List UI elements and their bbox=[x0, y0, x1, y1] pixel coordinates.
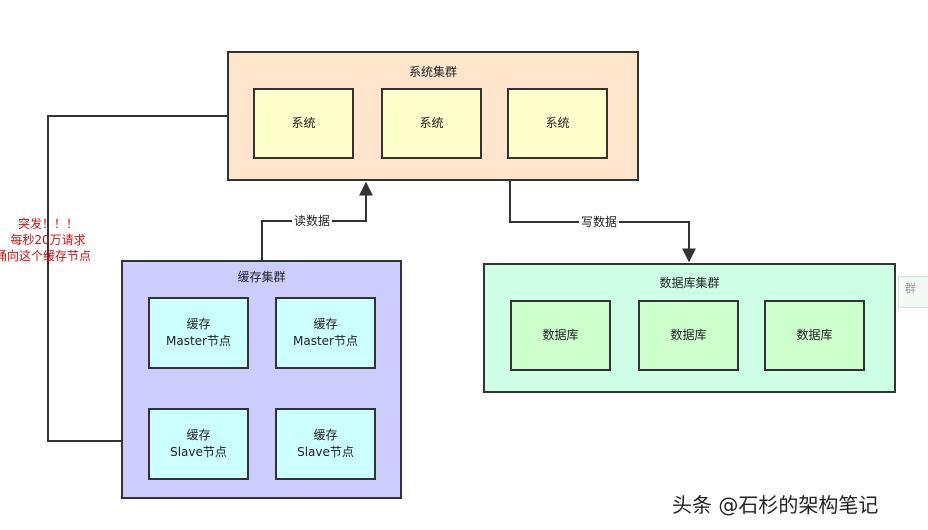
cache-master-node-1: 缓存 Master节点 bbox=[148, 297, 249, 369]
surge-alert-line3: 涌向这个缓存节点 bbox=[0, 249, 91, 263]
cache-master-node-1-line1: 缓存 bbox=[186, 317, 211, 331]
cache-slave-node-1: 缓存 Slave节点 bbox=[148, 408, 249, 480]
surge-alert-line1: 突发！！！ bbox=[17, 217, 78, 231]
cache-master-node-2-line1: 缓存 bbox=[313, 317, 338, 331]
database-node-3: 数据库 bbox=[764, 300, 865, 371]
write-data-label: 写数据 bbox=[579, 215, 620, 229]
system-cluster: 系统集群 系统 系统 系统 bbox=[227, 51, 639, 181]
system-cluster-title: 系统集群 bbox=[408, 65, 457, 79]
read-data-label: 读数据 bbox=[292, 214, 333, 228]
cache-master-node-1-line2: Master节点 bbox=[166, 334, 231, 348]
cache-cluster: 缓存集群 缓存 Master节点 缓存 Master节点 缓存 Slave节点 缓存 S… bbox=[121, 260, 402, 499]
system-node-3: 系统 bbox=[507, 88, 608, 159]
system-node-1: 系统 bbox=[253, 88, 354, 159]
cache-slave-node-2-line2: Slave节点 bbox=[297, 445, 354, 459]
cache-slave-node-1-line1: 缓存 bbox=[186, 428, 211, 442]
cache-master-node-2-line2: Master节点 bbox=[293, 334, 358, 348]
system-node-2: 系统 bbox=[381, 88, 482, 159]
watermark: 头条 @石杉的架构笔记 bbox=[672, 493, 879, 517]
surge-alert: 突发！！！ 每秒20万请求 涌向这个缓存节点 bbox=[0, 216, 96, 264]
database-cluster-title: 数据库集群 bbox=[659, 276, 720, 290]
partial-cluster-edge: 群 bbox=[898, 276, 928, 308]
database-node-1: 数据库 bbox=[510, 300, 611, 371]
cache-master-node-2: 缓存 Master节点 bbox=[275, 297, 376, 369]
cache-slave-node-1-line2: Slave节点 bbox=[170, 445, 227, 459]
database-node-2: 数据库 bbox=[638, 300, 739, 371]
cache-slave-node-2: 缓存 Slave节点 bbox=[275, 408, 376, 480]
cache-slave-node-2-line1: 缓存 bbox=[313, 428, 338, 442]
database-cluster: 数据库集群 数据库 数据库 数据库 bbox=[483, 263, 896, 393]
surge-alert-line2: 每秒20万请求 bbox=[10, 233, 86, 247]
surge-request-arrow bbox=[47, 115, 227, 448]
cache-cluster-title: 缓存集群 bbox=[237, 270, 286, 284]
